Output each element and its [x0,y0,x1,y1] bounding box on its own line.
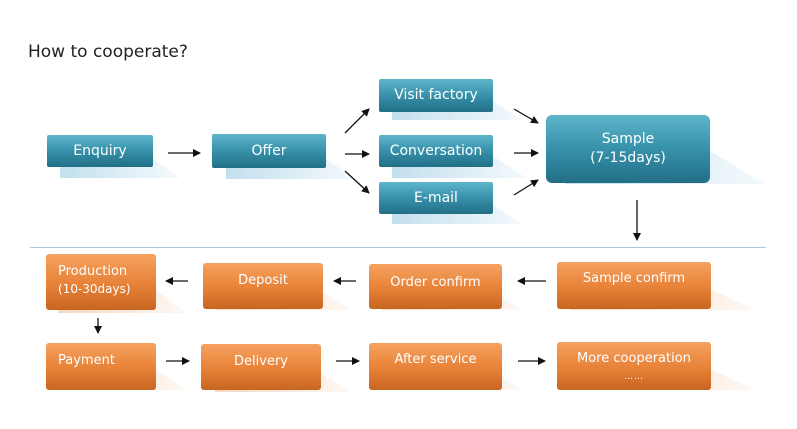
step-sample-confirm: Sample confirm [557,262,711,309]
step-label: Offer [251,142,287,159]
step-sample: Sample (7-15days) [546,115,710,183]
step-sublabel: (10-30days) [58,281,131,296]
arrow-email-sample [513,179,539,196]
step-after-service: After service [369,343,502,390]
step-conversation: Conversation [379,135,493,167]
step-label: More cooperation [577,351,691,366]
step-sublabel: (7-15days) [590,150,666,166]
step-order-confirm: Order confirm [369,264,502,309]
arrow-offer-email [344,170,370,194]
step-label: Sample confirm [582,270,686,286]
step-label: E-mail [414,189,458,206]
step-label: Payment [58,353,115,368]
step-enquiry: Enquiry [47,135,153,167]
step-label: Deposit [238,273,288,289]
step-label: Order confirm [390,274,481,290]
step-ellipsis: …… [624,371,644,382]
step-label: Production [58,264,128,279]
page-title: How to cooperate? [28,42,188,62]
step-label: Conversation [389,142,483,159]
arrow-visit-sample [513,108,539,124]
step-production: Production (10-30days) [46,254,156,310]
row-divider [30,247,766,248]
step-label: Enquiry [73,142,127,159]
arrow-offer-visit [344,108,370,134]
step-label: Sample [601,131,655,148]
step-more-cooperation: More cooperation …… [557,342,711,390]
step-visit-factory: Visit factory [379,79,493,112]
step-offer: Offer [212,134,326,168]
step-email: E-mail [379,182,493,214]
step-label: Visit factory [394,87,478,104]
step-deposit: Deposit [203,263,323,309]
step-label: After service [394,351,477,367]
step-delivery: Delivery [201,344,321,390]
step-label: Delivery [234,354,288,370]
step-payment: Payment [46,343,156,390]
